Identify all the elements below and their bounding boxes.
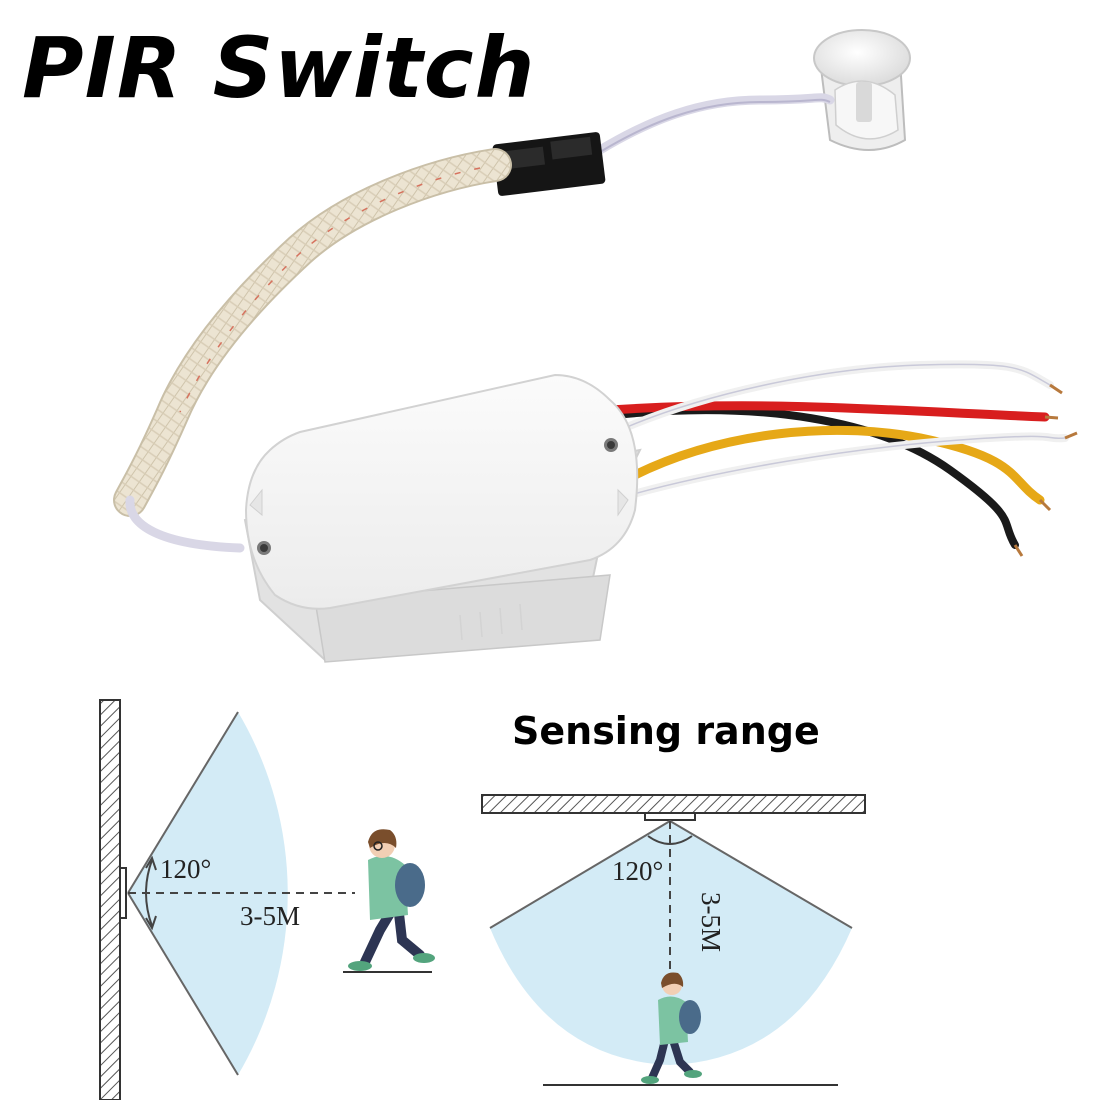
product-title: PIR Switch bbox=[22, 19, 536, 117]
sensor-cable bbox=[595, 93, 835, 155]
wire-yellow bbox=[620, 425, 1045, 505]
person-icon-ceiling bbox=[641, 972, 702, 1084]
wall bbox=[99, 699, 121, 1100]
ceiling-coverage-sector bbox=[490, 821, 852, 1065]
pir-sensor-head bbox=[813, 29, 911, 151]
controller-box bbox=[243, 373, 642, 663]
coverage-sector bbox=[128, 712, 288, 1075]
wall-mount-diagram: 120° 3-5M bbox=[99, 699, 435, 1100]
ceiling-distance-label: 3-5M bbox=[696, 892, 726, 952]
wall-angle-label: 120° bbox=[160, 854, 211, 884]
person-icon bbox=[348, 829, 435, 971]
sensing-range-title: Sensing range bbox=[512, 709, 820, 753]
ceiling-mount-diagram: 120° 3-5M bbox=[481, 794, 866, 1086]
output-wires bbox=[605, 360, 1078, 557]
ceiling-angle-label: 120° bbox=[612, 856, 663, 886]
ceiling bbox=[481, 794, 866, 814]
ceiling-sensor bbox=[644, 812, 696, 821]
wall-sensor bbox=[119, 867, 127, 919]
wall-distance-label: 3-5M bbox=[240, 901, 300, 931]
wire-connector bbox=[492, 132, 606, 196]
